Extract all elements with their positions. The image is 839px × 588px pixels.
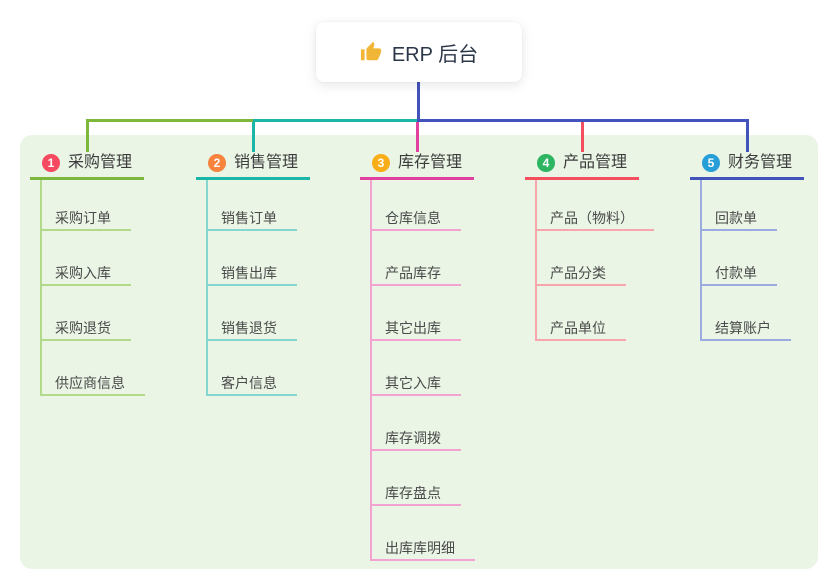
connector-horizontal-mid [253, 119, 419, 122]
child-node[interactable]: 库存盘点 [370, 482, 461, 506]
connector-horizontal-right [417, 119, 748, 122]
branch-node-2[interactable]: 2 销售管理 [196, 149, 311, 180]
branch-node-3[interactable]: 3 库存管理 [360, 149, 475, 180]
child-node[interactable]: 回款单 [700, 207, 777, 231]
branch-number-badge: 2 [208, 154, 226, 172]
branch-node-1[interactable]: 1 采购管理 [30, 149, 145, 180]
child-node[interactable]: 产品分类 [535, 262, 626, 286]
child-node[interactable]: 其它入库 [370, 372, 461, 396]
branch-panel [20, 135, 818, 569]
branch-label: 采购管理 [68, 154, 133, 171]
connector-root-stem [417, 82, 420, 122]
branch-number-badge: 3 [372, 154, 390, 172]
branch-label: 产品管理 [563, 154, 628, 171]
branch-label: 财务管理 [728, 154, 793, 171]
child-node[interactable]: 产品库存 [370, 262, 461, 286]
branch-children-connector [40, 180, 42, 396]
branch-node-4[interactable]: 4 产品管理 [525, 149, 640, 180]
child-node[interactable]: 其它出库 [370, 317, 461, 341]
connector-horizontal-left [87, 119, 253, 122]
child-node[interactable]: 采购退货 [40, 317, 131, 341]
child-node[interactable]: 采购入库 [40, 262, 131, 286]
child-node[interactable]: 仓库信息 [370, 207, 461, 231]
branch-children-connector [700, 180, 702, 341]
connector-drop-3 [415, 119, 419, 152]
branch-node-5[interactable]: 5 财务管理 [690, 149, 805, 180]
branch-children-connector [206, 180, 208, 396]
child-node[interactable]: 结算账户 [700, 317, 791, 341]
connector-drop-2 [251, 119, 255, 152]
branch-number-badge: 5 [702, 154, 720, 172]
child-node[interactable]: 产品单位 [535, 317, 626, 341]
child-node[interactable]: 客户信息 [206, 372, 297, 396]
child-node[interactable]: 销售出库 [206, 262, 297, 286]
branch-number-badge: 4 [537, 154, 555, 172]
root-node[interactable]: ERP 后台 [316, 22, 522, 82]
child-node[interactable]: 库存调拨 [370, 427, 461, 451]
branch-children-connector [370, 180, 372, 561]
child-node[interactable]: 供应商信息 [40, 372, 145, 396]
root-node-label: ERP 后台 [391, 43, 479, 66]
child-node[interactable]: 销售退货 [206, 317, 297, 341]
branch-label: 销售管理 [234, 154, 299, 171]
branch-label: 库存管理 [398, 154, 463, 171]
child-node[interactable]: 采购订单 [40, 207, 131, 231]
child-node[interactable]: 出库库明细 [370, 537, 475, 561]
connector-drop-5 [745, 119, 749, 152]
branch-number-badge: 1 [42, 154, 60, 172]
connector-drop-1 [85, 119, 89, 152]
branch-children-connector [535, 180, 537, 341]
child-node[interactable]: 付款单 [700, 262, 777, 286]
child-node[interactable]: 销售订单 [206, 207, 297, 231]
thumbs-up-icon [360, 41, 382, 63]
child-node[interactable]: 产品（物料） [535, 207, 654, 231]
connector-drop-4 [580, 119, 584, 152]
